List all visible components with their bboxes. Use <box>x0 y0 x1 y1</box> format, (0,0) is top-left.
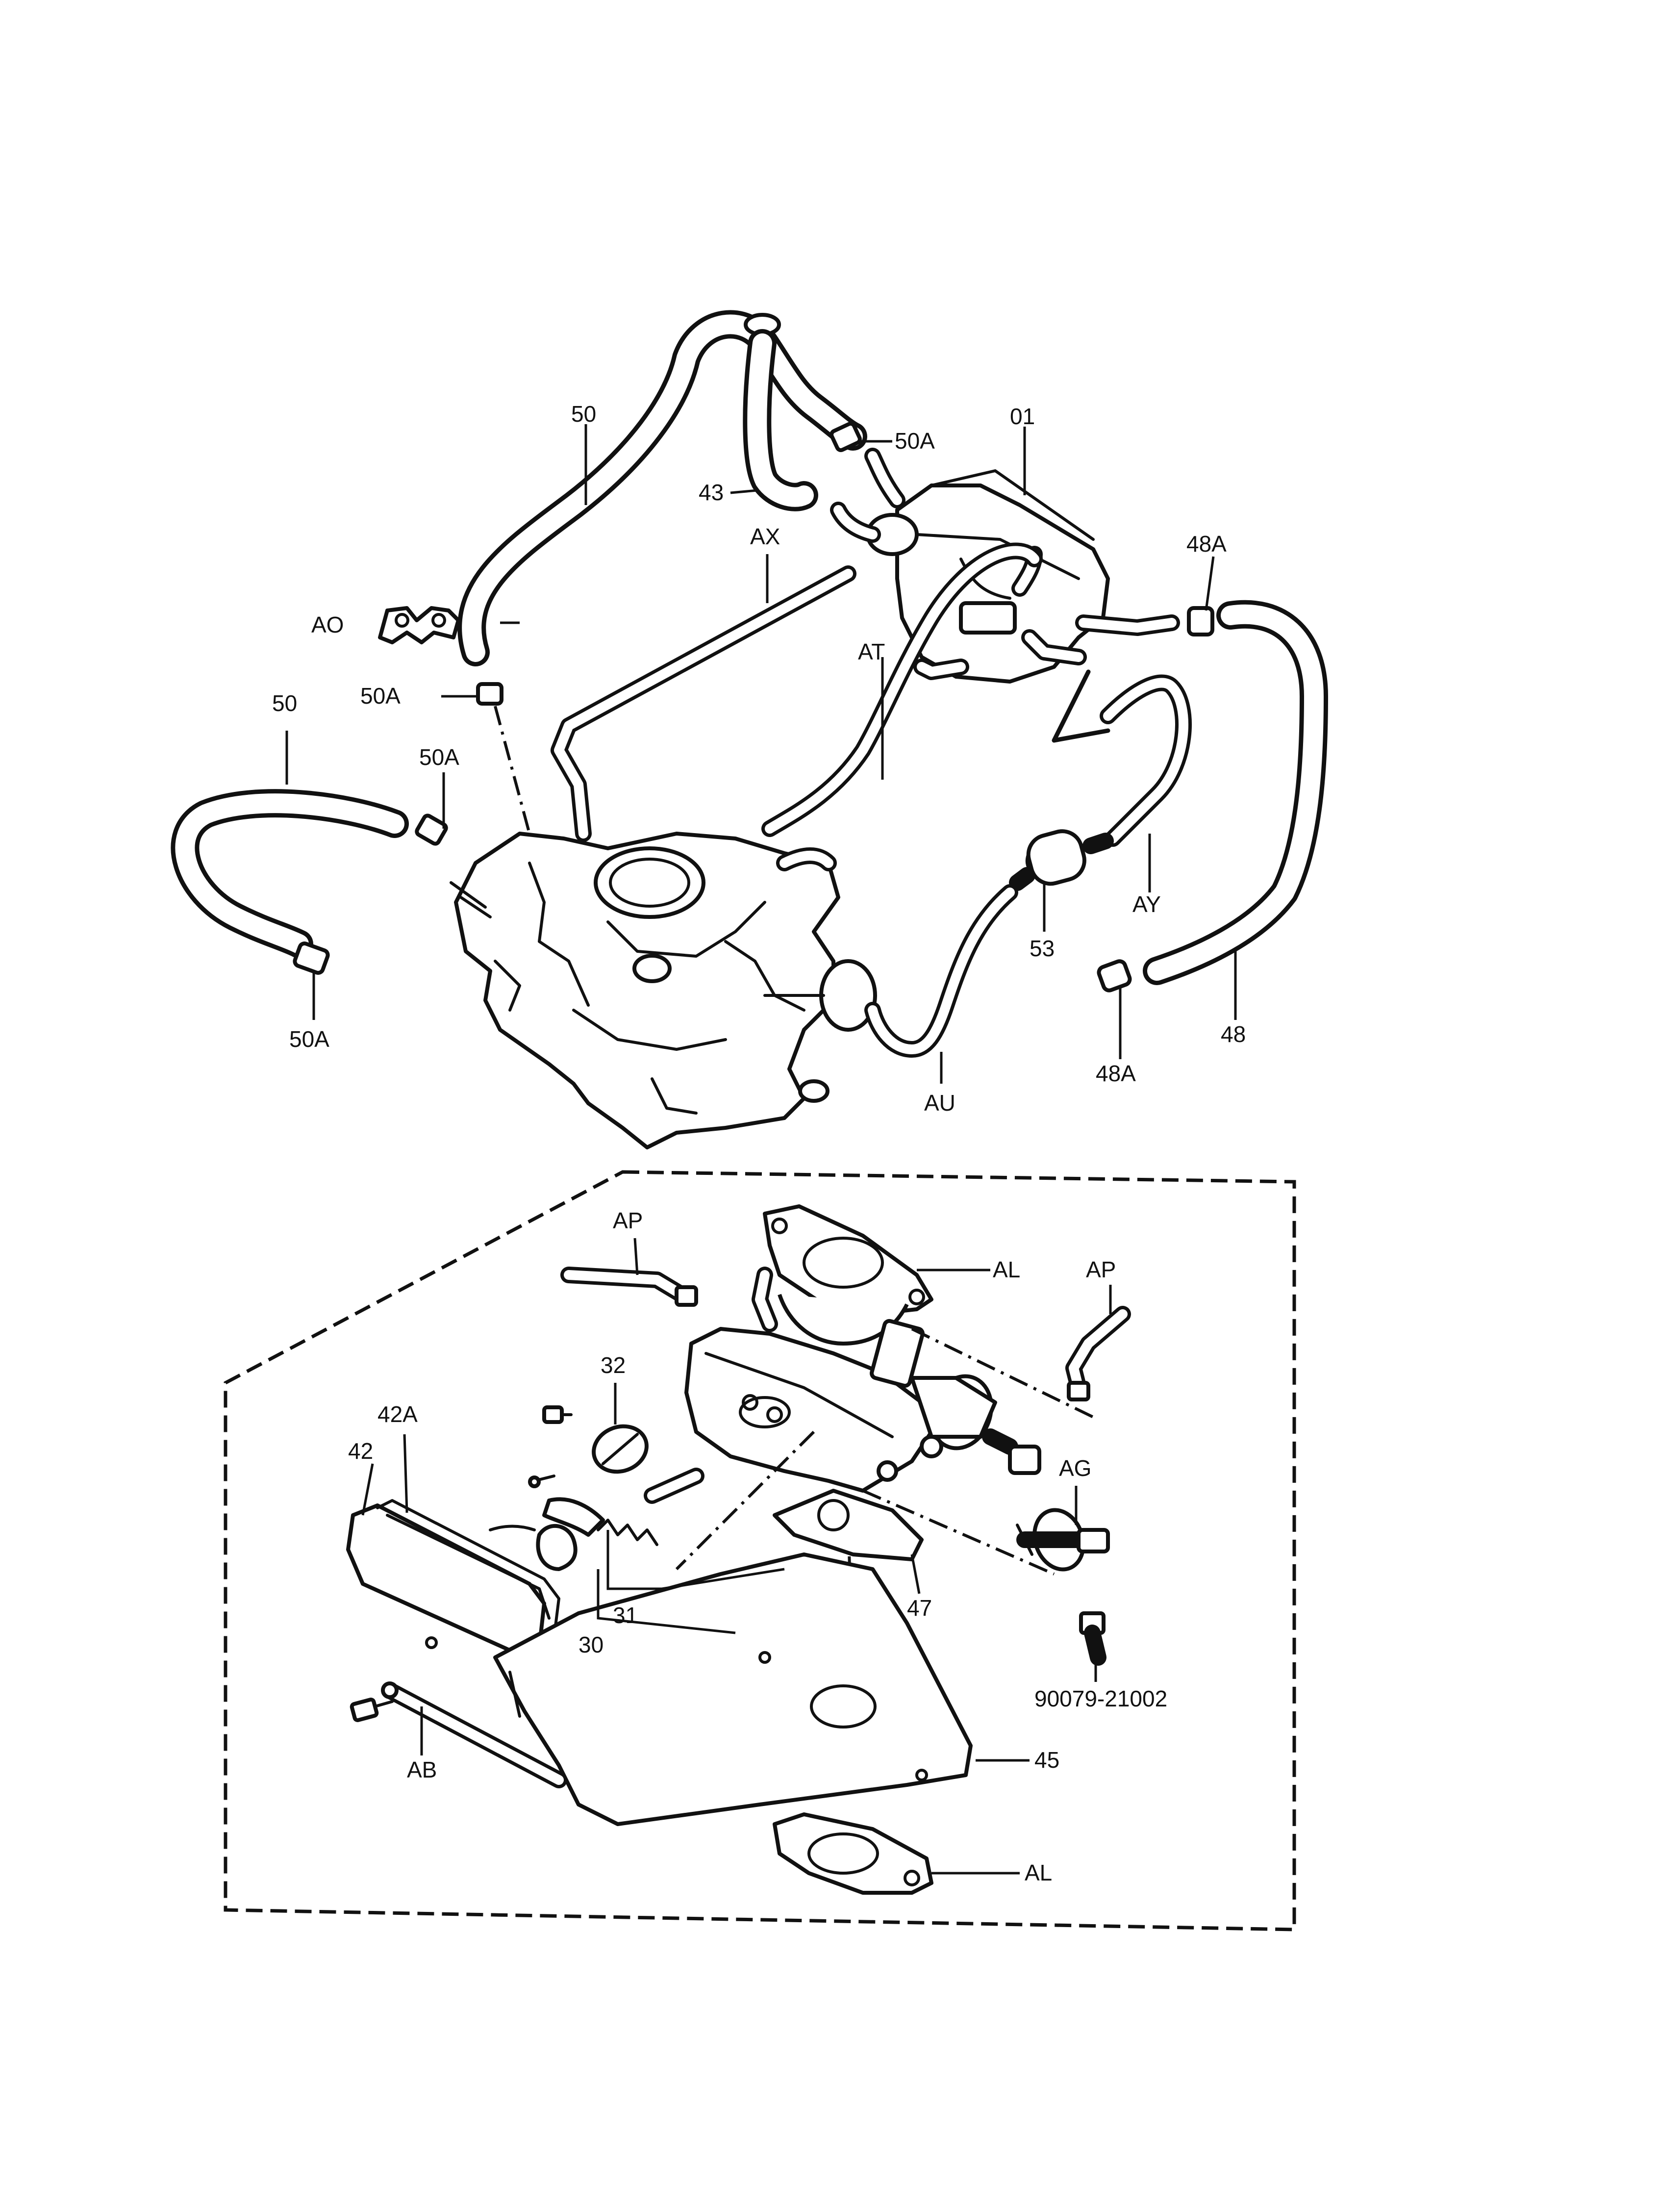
label-48a-top: 48A <box>1186 531 1227 557</box>
hose-43 <box>743 329 818 511</box>
label-31: 31 <box>613 1602 638 1628</box>
label-42a: 42A <box>377 1401 418 1427</box>
label-au: AU <box>924 1090 955 1116</box>
cap-ag <box>1008 1445 1041 1475</box>
tube-at <box>761 542 1043 837</box>
label-90079-21002: 90079-21002 <box>1034 1686 1167 1711</box>
carburetor <box>450 832 877 1149</box>
hose-au <box>864 884 1018 1058</box>
valve-body <box>684 1267 1018 1493</box>
gasket-al-bottom <box>773 1812 933 1895</box>
label-ax: AX <box>750 524 780 549</box>
clamp-48a-top <box>1187 606 1214 636</box>
bolt-90079 <box>1079 1611 1106 1666</box>
label-47: 47 <box>907 1595 932 1621</box>
label-50-left: 50 <box>272 690 297 716</box>
label-al-bottom: AL <box>1025 1860 1052 1885</box>
label-ao: AO <box>311 612 344 637</box>
label-at: AT <box>858 639 885 664</box>
valve-01 <box>830 448 1180 684</box>
label-53: 53 <box>1030 936 1055 961</box>
label-48: 48 <box>1221 1021 1246 1047</box>
gasket-42a <box>376 1499 560 1639</box>
lever-30 <box>489 1524 578 1571</box>
align-line-4 <box>675 1430 815 1571</box>
label-ag: AG <box>1059 1455 1091 1481</box>
hose-48 <box>1143 600 1328 985</box>
rod-ab <box>381 1681 567 1788</box>
clamp-50a-mid <box>476 682 503 706</box>
label-50a-bottom: 50A <box>289 1026 329 1052</box>
hose-ay <box>1100 674 1192 847</box>
filter-53 <box>1009 829 1114 891</box>
plate-45 <box>493 1552 973 1826</box>
gasket-al-top <box>763 1204 933 1316</box>
lower-leaders <box>361 1238 1112 1875</box>
tube-ap-left <box>560 1267 698 1307</box>
label-ap-left: AP <box>613 1208 643 1233</box>
break-line <box>1052 669 1110 743</box>
clamp-50a-left <box>415 814 448 846</box>
label-32: 32 <box>601 1352 626 1378</box>
small-screw-2 <box>528 1475 555 1488</box>
label-50a-top: 50A <box>895 428 935 454</box>
align-line-2 <box>862 1489 1055 1576</box>
label-42: 42 <box>348 1438 373 1464</box>
diaphragm-32 <box>592 1424 649 1474</box>
small-screw-1 <box>542 1405 573 1424</box>
tube-ap-right <box>1065 1306 1131 1401</box>
upper-leaders <box>285 424 1237 1084</box>
label-50-top: 50 <box>571 401 596 427</box>
label-ay: AY <box>1132 891 1161 917</box>
label-30: 30 <box>578 1632 603 1657</box>
label-43: 43 <box>699 480 724 505</box>
label-50a-left: 50A <box>419 744 459 770</box>
hose-50-left <box>171 789 409 958</box>
pin-rod <box>644 1468 704 1504</box>
label-48a-bottom: 48A <box>1096 1061 1136 1086</box>
tube-ax <box>551 565 856 842</box>
align-line-1 <box>911 1327 1094 1419</box>
gear-ag <box>1016 1508 1110 1572</box>
label-ab: AB <box>407 1757 437 1782</box>
label-50a-mid: 50A <box>360 683 401 709</box>
label-al-top: AL <box>993 1257 1020 1282</box>
clamp-48a-bottom <box>1097 959 1132 992</box>
clamp-50a-bottom <box>293 941 330 975</box>
leader-dashdot-1 <box>494 706 531 834</box>
label-45: 45 <box>1034 1747 1059 1773</box>
screw-ab <box>350 1697 394 1723</box>
hose-50-top <box>457 310 867 666</box>
clamp-50a-top <box>830 422 862 452</box>
label-ap-right: AP <box>1086 1257 1116 1282</box>
exploded-frame <box>224 1170 1296 1932</box>
flange-47 <box>773 1489 924 1561</box>
spring-31 <box>542 1497 658 1546</box>
label-01: 01 <box>1010 404 1035 429</box>
bracket-ao <box>378 606 460 644</box>
